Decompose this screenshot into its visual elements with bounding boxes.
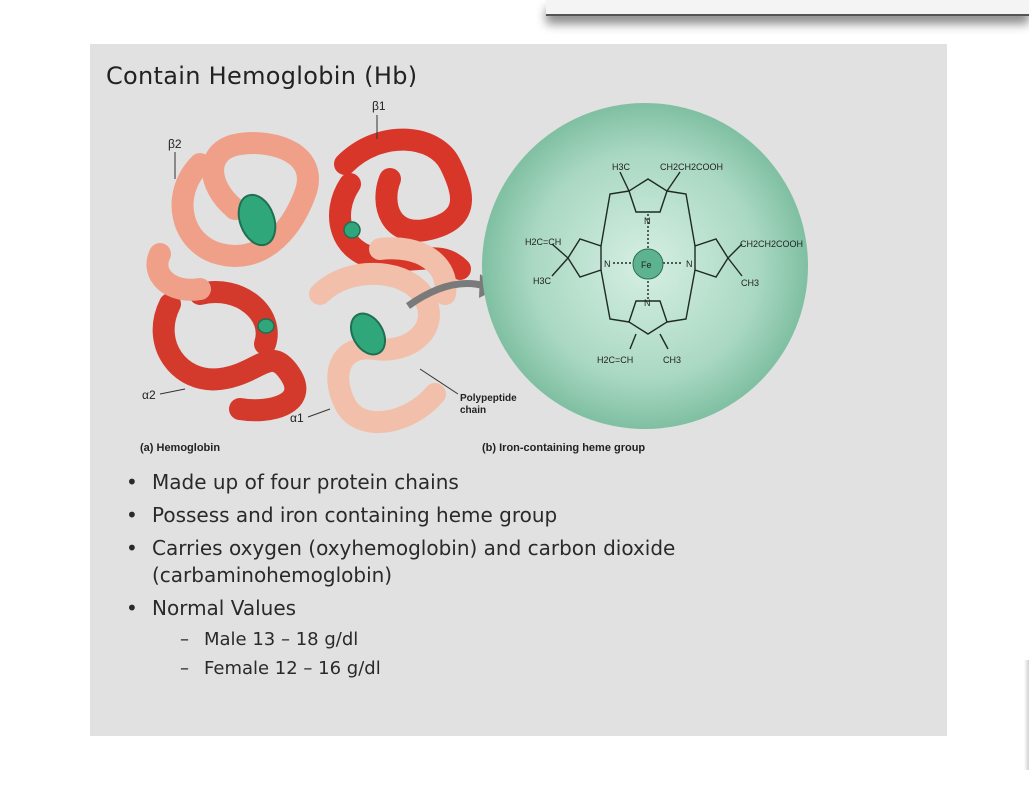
bullet-item: Possess and iron containing heme group [126,502,906,529]
normal-values-list: Male 13 – 18 g/dl Female 12 – 16 g/dl [152,625,906,683]
label-chain: chain [460,405,486,416]
label-n-left: N [604,259,611,269]
porphyrin-structure [551,171,743,350]
label-ch3-right: CH3 [741,278,759,288]
label-h3c-top: H3C [612,162,631,172]
bullet-text: Normal Values [152,596,297,620]
slide: Contain Hemoglobin (Hb) [90,44,947,736]
heme-disc-1 [237,193,277,247]
heme-disc-2 [349,312,387,356]
bullet-list: Made up of four protein chains Possess a… [126,469,906,689]
label-h2c-ch-left: H2C=CH [525,237,561,247]
beta2-chain [146,132,319,301]
bullet-item: Carries oxygen (oxyhemoglobin) and carbo… [126,535,906,589]
bullet-item: Made up of four protein chains [126,469,906,496]
label-n-bottom: N [644,298,651,308]
sub-bullet-item: Female 12 – 16 g/dl [152,654,906,683]
sub-bullet-item: Male 13 – 18 g/dl [152,625,906,654]
label-h2c-ch-bottom: H2C=CH [597,355,633,365]
label-ch2ch2cooh-right: CH2CH2COOH [740,239,803,249]
iron-atom [632,248,664,280]
slide-title: Contain Hemoglobin (Hb) [106,62,418,90]
heme-disc-4 [257,318,275,334]
label-beta2: β2 [168,137,182,151]
label-n-top: N [644,216,651,226]
label-alpha2: α2 [142,388,156,402]
label-fe: Fe [641,260,652,270]
window-edge-shadow [1024,660,1029,770]
alpha2-chain [152,281,307,422]
label-alpha1: α1 [290,411,304,425]
caption-heme-group: (b) Iron-containing heme group [482,442,646,454]
hemoglobin-figure: β1 β2 α2 α1 Polypeptide chain [142,99,808,434]
background-window-edge [546,0,1029,16]
label-ch3-bottom: CH3 [663,355,681,365]
caption-hemoglobin: (a) Hemoglobin [140,442,221,454]
label-beta1: β1 [372,99,386,113]
heme-disc-3 [343,221,361,239]
label-n-right: N [686,259,693,269]
label-polypeptide: Polypeptide [460,393,517,404]
label-ch2ch2cooh-top: CH2CH2COOH [660,162,723,172]
hemoglobin-protein-illustration [146,128,472,434]
bullet-item-normal-values: Normal Values Male 13 – 18 g/dl Female 1… [126,595,906,683]
leader-lines [159,115,459,418]
label-h3c-left: H3C [533,276,552,286]
arrow-icon [405,280,486,309]
